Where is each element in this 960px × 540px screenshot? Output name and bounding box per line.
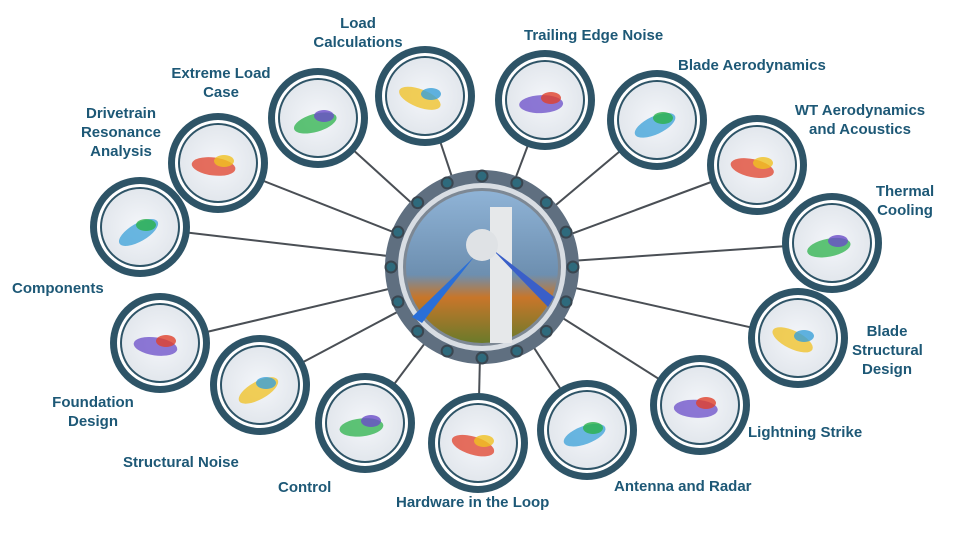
turbine-nacelle-icon [466,229,498,261]
simulation-highlight-icon [361,415,381,427]
node-drivetrain[interactable] [168,113,268,213]
simulation-highlight-icon [753,157,773,169]
node-label-control: Control [278,479,332,496]
hub-knob-icon [568,262,578,272]
node-label-load-calc: Load Calculations [313,15,403,51]
simulation-highlight-icon [794,330,814,342]
node-lightning[interactable] [650,355,750,455]
node-label-extreme-load: Extreme Load Case [171,65,271,101]
node-extreme-load[interactable] [268,68,368,168]
hub-knob-icon [512,178,522,188]
hub-knob-icon [393,227,403,237]
hub-knob-icon [413,326,423,336]
hub-knob-icon [477,171,487,181]
simulation-shape-icon [399,86,441,110]
simulation-highlight-icon [474,435,494,447]
hub-knob-icon [386,262,396,272]
hub-knob-icon [541,326,551,336]
node-trailing-edge[interactable] [495,50,595,150]
node-control[interactable] [315,373,415,473]
node-label-drivetrain: Drivetrain Resonance Analysis [80,105,162,160]
node-label-lightning: Lightning Strike [748,424,863,441]
hub-knob-icon [413,198,423,208]
node-thermal[interactable] [782,193,882,293]
node-load-calc[interactable] [375,46,475,146]
hub-knob-icon [442,346,452,356]
simulation-highlight-icon [653,112,673,124]
node-label-blade-aero: Blade Aerodynamics [678,57,826,74]
turbine-blade-icon [412,257,474,323]
hub-turbine-image [406,191,558,343]
node-label-hil: Hardware in the Loop [396,494,550,511]
hub-knob-icon [477,353,487,363]
node-components[interactable] [90,177,190,277]
hub-knob-icon [561,227,571,237]
node-foundation[interactable] [110,293,210,393]
simulation-highlight-icon [214,155,234,167]
hub-knob-icon [393,297,403,307]
hub-knob-icon [561,297,571,307]
simulation-highlight-icon [136,219,156,231]
simulation-highlight-icon [256,377,276,389]
node-label-trailing-edge: Trailing Edge Noise [524,27,664,44]
simulation-highlight-icon [314,110,334,122]
node-label-antenna: Antenna and Radar [614,478,752,495]
hub-knob-icon [442,178,452,188]
hub-knob-icon [512,346,522,356]
simulation-highlight-icon [583,422,603,434]
simulation-shape-icon [772,327,813,353]
simulation-highlight-icon [421,88,441,100]
turbine-tower-icon [490,207,512,343]
node-label-struct-noise: Structural Noise [123,454,239,471]
node-hil[interactable] [428,393,528,493]
node-label-components: Components [12,280,104,297]
simulation-highlight-icon [828,235,848,247]
node-label-foundation: Foundation Design [52,394,134,430]
simulation-highlight-icon [541,92,561,104]
turbine-blade-icon [492,249,554,307]
hub-knob-icon [541,198,551,208]
node-wt-aero[interactable] [707,115,807,215]
simulation-highlight-icon [696,397,716,409]
node-label-thermal: Thermal Cooling [875,183,935,219]
node-blade-struct[interactable] [748,288,848,388]
simulation-highlight-icon [156,335,176,347]
node-antenna[interactable] [537,380,637,480]
node-label-wt-aero: WT Aerodynamics and Acoustics [794,102,926,138]
node-struct-noise[interactable] [210,335,310,435]
node-blade-aero[interactable] [607,70,707,170]
node-label-blade-struct: Blade Structural Design [852,323,923,378]
